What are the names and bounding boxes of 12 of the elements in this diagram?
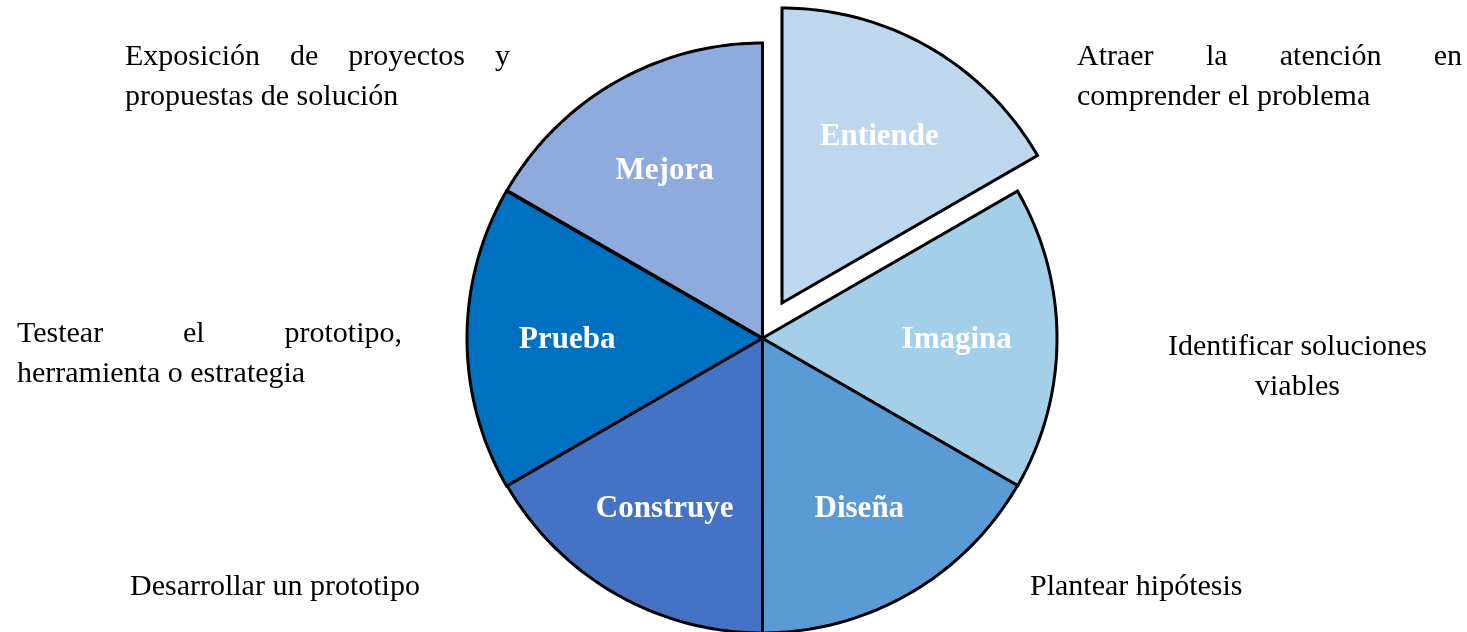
slice-description: Desarrollar un prototipo	[130, 567, 421, 603]
slice-description: Identificar soluciones viables	[1166, 327, 1429, 403]
slice-description: Testear el prototipo, herramienta o estrategia	[17, 314, 402, 390]
slice-label: Construye	[595, 488, 734, 525]
slice-label: Entiende	[819, 116, 939, 153]
slice-description: Exposición de proyectos y propuestas de solución	[125, 37, 510, 113]
slice-label: Prueba	[519, 320, 616, 356]
slice-description: Atraer la atención en comprender el problema	[1077, 37, 1462, 113]
slice-description: Plantear hipótesis	[1030, 567, 1244, 603]
slice-label: Mejora	[615, 151, 714, 188]
slice-label: Diseña	[814, 488, 905, 525]
slice-label: Imagina	[901, 320, 1012, 356]
